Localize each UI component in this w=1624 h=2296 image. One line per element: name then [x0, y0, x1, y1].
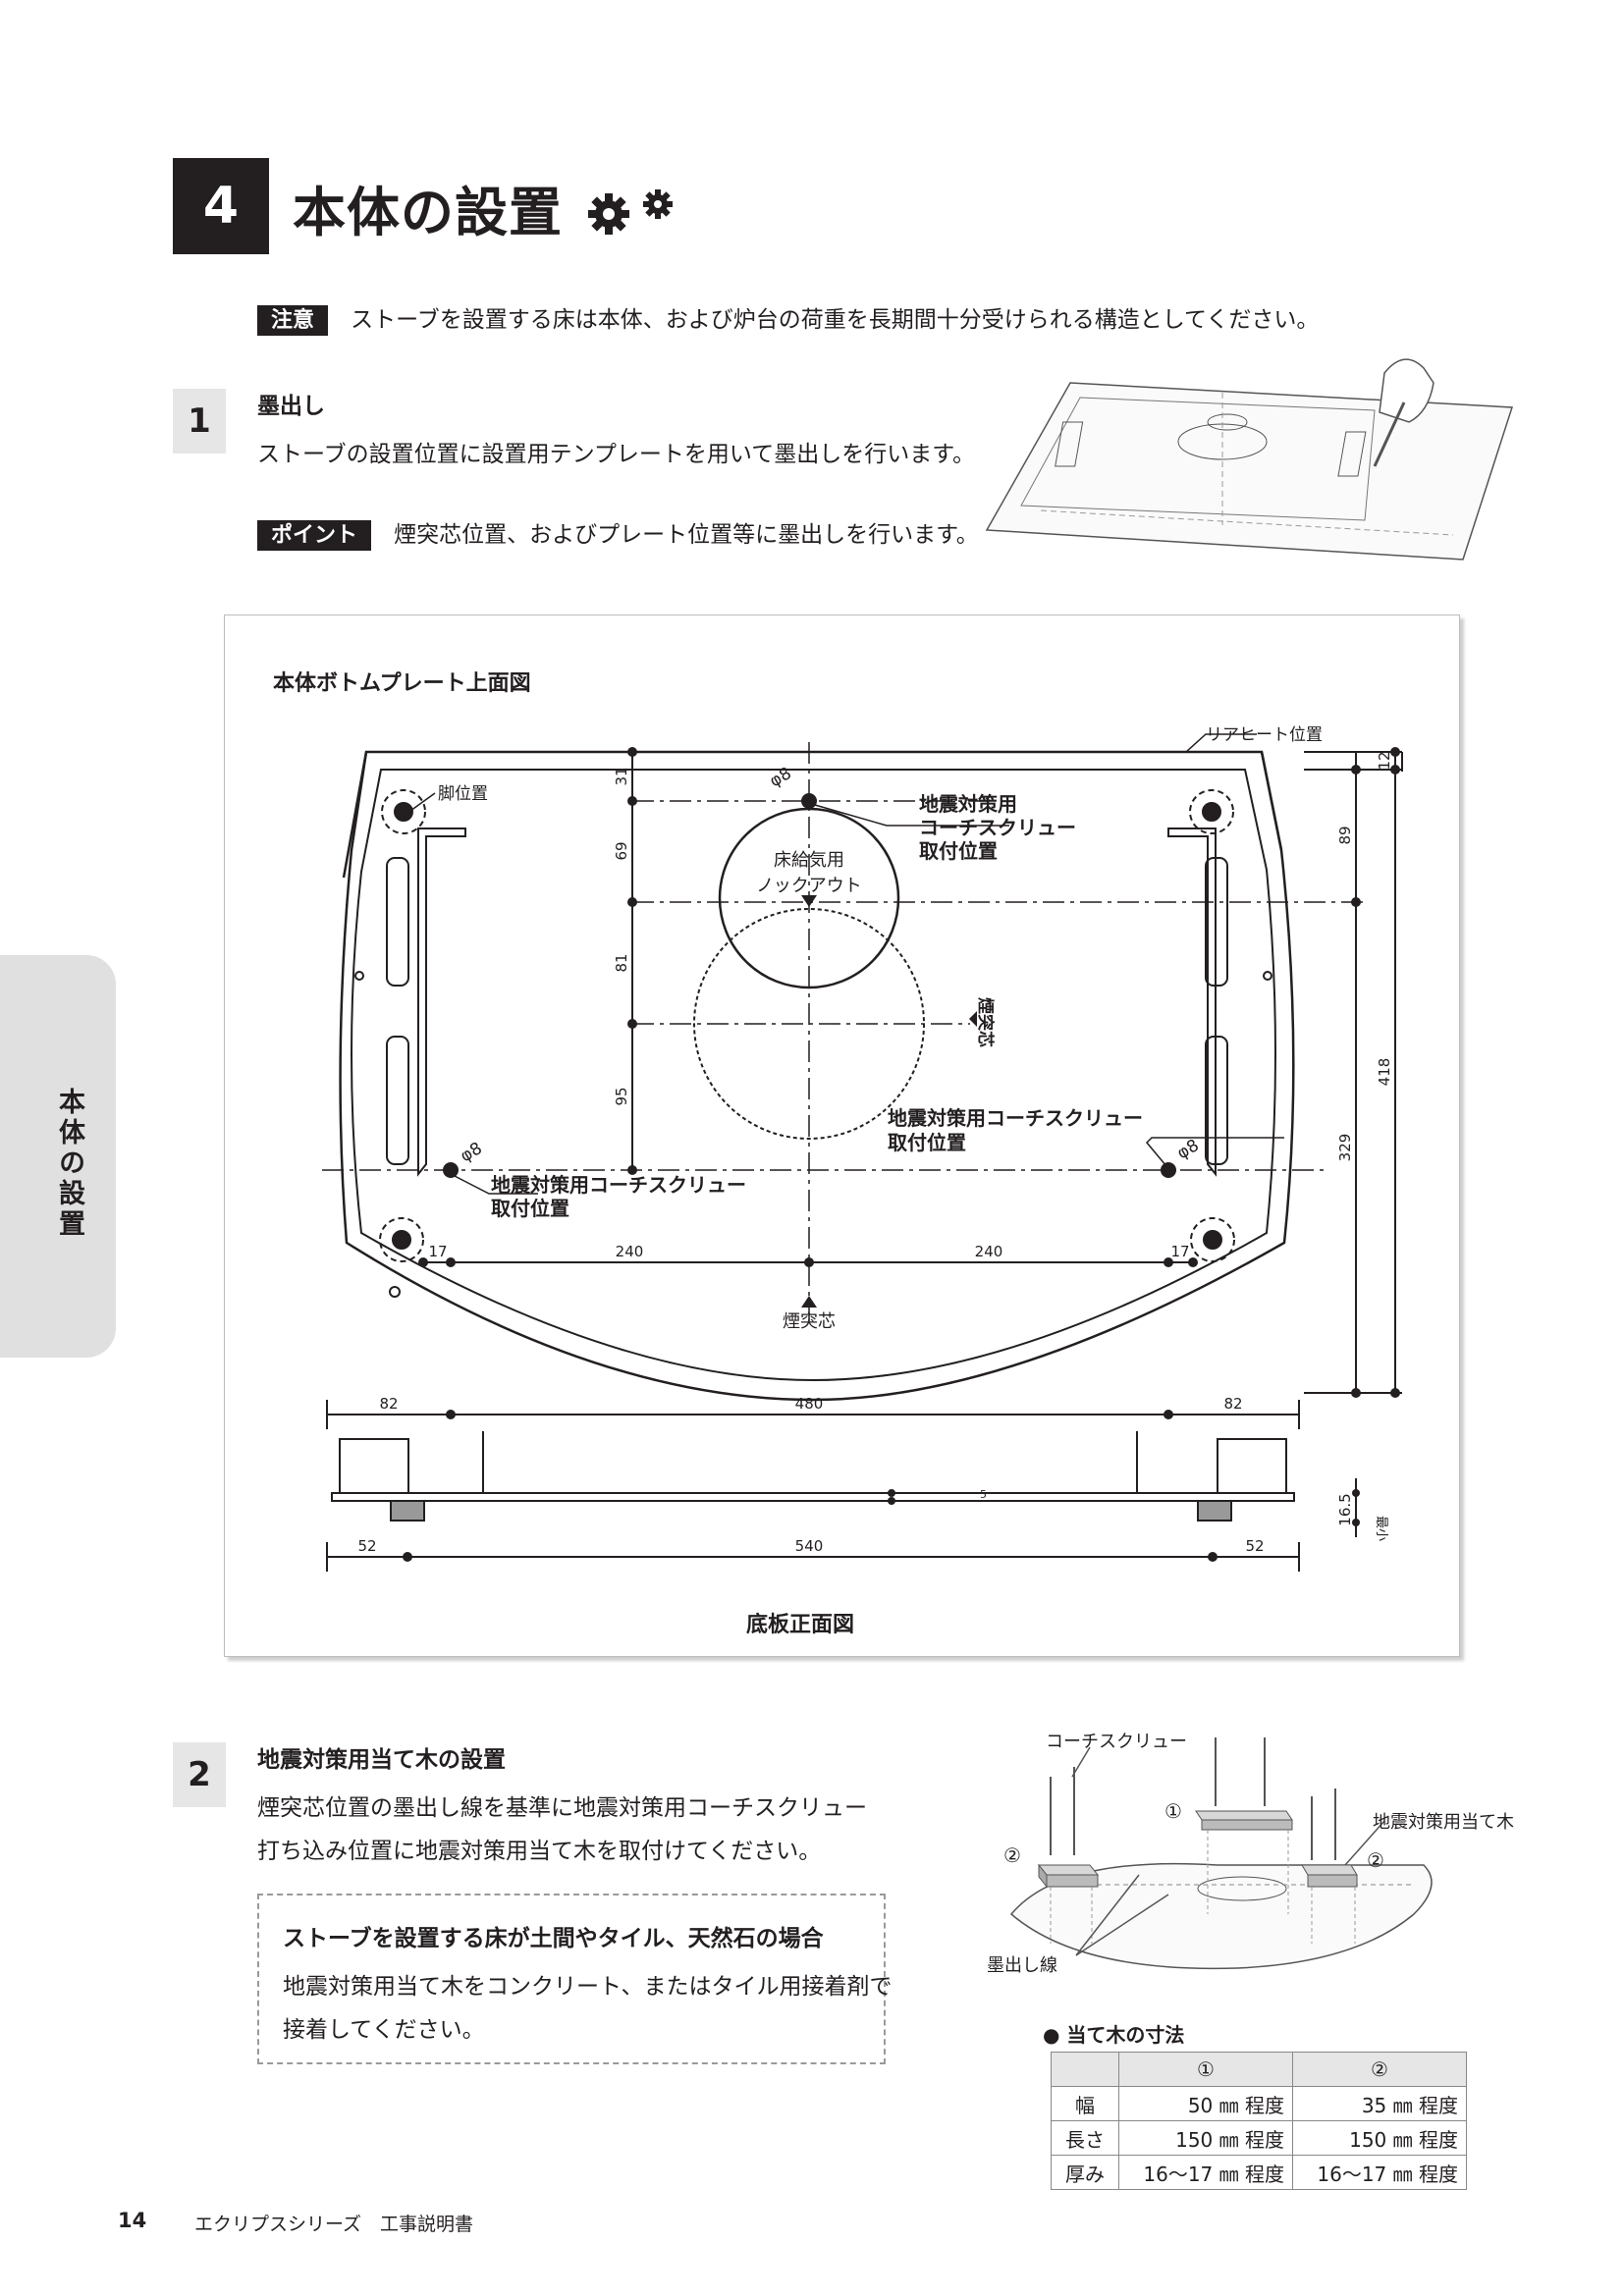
step-2-title: 地震対策用当て木の設置: [257, 1747, 506, 1773]
caution-row: 注意 ストーブを設置する床は本体、および炉台の荷重を長期間十分受けられる構造とし…: [257, 300, 1320, 336]
label-seismic-top-2: コーチスクリュー: [919, 816, 1076, 839]
label-knockout-2: ノックアウト: [756, 876, 862, 896]
cell-value: 50 ㎜ 程度: [1118, 2086, 1293, 2121]
label-min: 最小: [1374, 1516, 1388, 1541]
dim-17-left: 17: [428, 1243, 447, 1260]
table-header-row: ① ②: [1051, 2052, 1467, 2087]
dim-12: 12: [1376, 751, 1393, 770]
dim-418: 418: [1376, 1058, 1393, 1087]
label-flue-center-bottom: 煙突芯: [783, 1311, 836, 1332]
side-tab: [0, 955, 116, 1358]
dim-540: 540: [795, 1537, 824, 1555]
row-label: 長さ: [1051, 2120, 1119, 2156]
dim-240-right: 240: [975, 1243, 1003, 1260]
dim-95: 95: [613, 1087, 630, 1105]
dim-16-5: 16.5: [1336, 1493, 1354, 1525]
dim-52-right: 52: [1245, 1537, 1264, 1555]
table-row: 長さ 150 ㎜ 程度 150 ㎜ 程度: [1051, 2120, 1467, 2156]
dim-82-right: 82: [1223, 1395, 1242, 1413]
table-row: 厚み 16～17 ㎜ 程度 16～17 ㎜ 程度: [1051, 2155, 1467, 2190]
step-2-number: 2: [173, 1742, 226, 1807]
section-title: 本体の設置: [293, 182, 563, 243]
mark-2-right: ②: [1367, 1848, 1384, 1872]
dim-5: 5: [980, 1488, 987, 1501]
figure-top-title: 本体ボトムプレート上面図: [273, 671, 531, 696]
cell-value: 35 ㎜ 程度: [1292, 2086, 1467, 2121]
step-2-text-line1: 煙突芯位置の墨出し線を基準に地震対策用コーチスクリュー: [257, 1795, 867, 1821]
bottom-plate-figure: [224, 614, 1460, 1657]
table-row: 幅 50 ㎜ 程度 35 ㎜ 程度: [1051, 2086, 1467, 2121]
point-row: ポイント 煙突芯位置、およびプレート位置等に墨出しを行います。: [257, 515, 979, 551]
label-wood-block: 地震対策用当て木: [1373, 1812, 1514, 1833]
label-coach-screw: コーチスクリュー: [1046, 1732, 1187, 1752]
dim-81: 81: [613, 953, 630, 972]
point-tag: ポイント: [257, 520, 372, 551]
dim-69: 69: [613, 841, 630, 860]
dim-89: 89: [1336, 826, 1354, 844]
wood-dimension-table: ① ② 幅 50 ㎜ 程度 35 ㎜ 程度 長さ 150 ㎜ 程度 150 ㎜ …: [1051, 2052, 1467, 2190]
dim-17-right: 17: [1170, 1243, 1189, 1260]
gears-icon: [588, 189, 673, 235]
note-box-line1: 地震対策用当て木をコンクリート、またはタイル用接着剤で: [283, 1974, 893, 2000]
row-label: 厚み: [1051, 2155, 1119, 2190]
page-number: 14: [118, 2209, 147, 2232]
mark-1: ①: [1164, 1799, 1182, 1823]
note-box-title: ストーブを設置する床が土間やタイル、天然石の場合: [283, 1926, 824, 1951]
label-flue-center-right: 煙突芯: [975, 997, 996, 1047]
dim-240-left: 240: [616, 1243, 644, 1260]
caution-tag: 注意: [257, 305, 329, 336]
note-box-line2: 接着してください。: [283, 2017, 485, 2043]
label-seismic-top-3: 取付位置: [919, 839, 998, 863]
plate-drawing: リアヒート位置 脚位置 φ8 地震対策用 コーチスクリュー 取付位置 床給気用 …: [322, 725, 1403, 1572]
section-number: 4: [173, 158, 269, 254]
dim-31: 31: [613, 767, 630, 785]
figure-bottom-title: 底板正面図: [746, 1613, 855, 1637]
step-2-text-line2: 打ち込み位置に地震対策用当て木を取付けてください。: [257, 1839, 822, 1864]
label-knockout-1: 床給気用: [774, 850, 844, 871]
point-text: 煙突芯位置、およびプレート位置等に墨出しを行います。: [394, 522, 979, 548]
dim-82-left: 82: [379, 1395, 398, 1413]
step-1-number: 1: [173, 389, 226, 454]
label-phi8-left: φ8: [458, 1139, 486, 1166]
caution-text: ストーブを設置する床は本体、および炉台の荷重を長期間十分受けられる構造としてくだ…: [351, 307, 1320, 333]
template-marking-illustration: [985, 358, 1514, 561]
table-header-cell: [1051, 2052, 1119, 2087]
label-rear-heat: リアヒート位置: [1206, 725, 1323, 745]
cell-value: 16～17 ㎜ 程度: [1292, 2155, 1467, 2190]
label-seismic-right-1: 地震対策用コーチスクリュー: [888, 1106, 1143, 1130]
label-phi8-top: φ8: [767, 764, 795, 791]
label-seismic-top-1: 地震対策用: [919, 792, 1017, 816]
step-1-text: ストーブの設置位置に設置用テンプレートを用いて墨出しを行います。: [257, 442, 975, 467]
side-tab-label: 本体の設置: [54, 1088, 84, 1240]
dim-480: 480: [795, 1395, 824, 1413]
wood-block-illustration: コーチスクリュー 地震対策用当て木 墨出し線 ① ② ②: [987, 1732, 1514, 1976]
label-phi8-right: φ8: [1174, 1136, 1203, 1163]
label-marking-line: 墨出し線: [987, 1955, 1057, 1976]
wood-table-title: ● 当て木の寸法: [1043, 2023, 1185, 2047]
label-leg-position: 脚位置: [438, 784, 488, 804]
table-header-cell: ②: [1292, 2052, 1467, 2087]
mark-2-left: ②: [1003, 1843, 1021, 1867]
cell-value: 16～17 ㎜ 程度: [1118, 2155, 1293, 2190]
note-box: [257, 1894, 886, 2064]
step-1-title: 墨出し: [257, 394, 325, 419]
row-label: 幅: [1051, 2086, 1119, 2121]
cell-value: 150 ㎜ 程度: [1292, 2120, 1467, 2156]
label-seismic-right-2: 取付位置: [888, 1131, 966, 1154]
label-seismic-left-2: 取付位置: [491, 1197, 569, 1220]
table-header-cell: ①: [1118, 2052, 1293, 2087]
label-seismic-left-1: 地震対策用コーチスクリュー: [491, 1173, 746, 1197]
cell-value: 150 ㎜ 程度: [1118, 2120, 1293, 2156]
dim-52-left: 52: [357, 1537, 376, 1555]
footer-title: エクリプスシリーズ 工事説明書: [194, 2214, 474, 2235]
dim-329: 329: [1336, 1134, 1354, 1162]
